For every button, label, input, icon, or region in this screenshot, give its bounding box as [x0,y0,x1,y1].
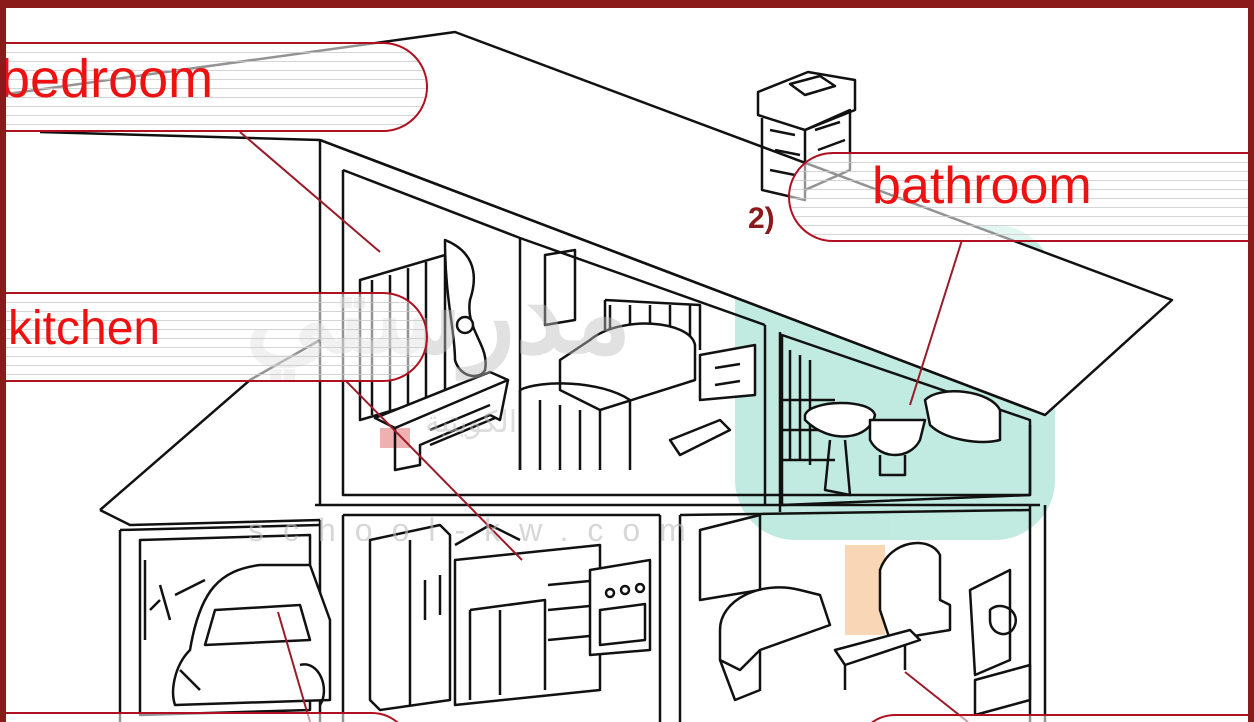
worksheet: مدرستي الكويتية school-kw.com bedroom ki… [0,0,1254,722]
worksheet-frame [0,0,1254,722]
